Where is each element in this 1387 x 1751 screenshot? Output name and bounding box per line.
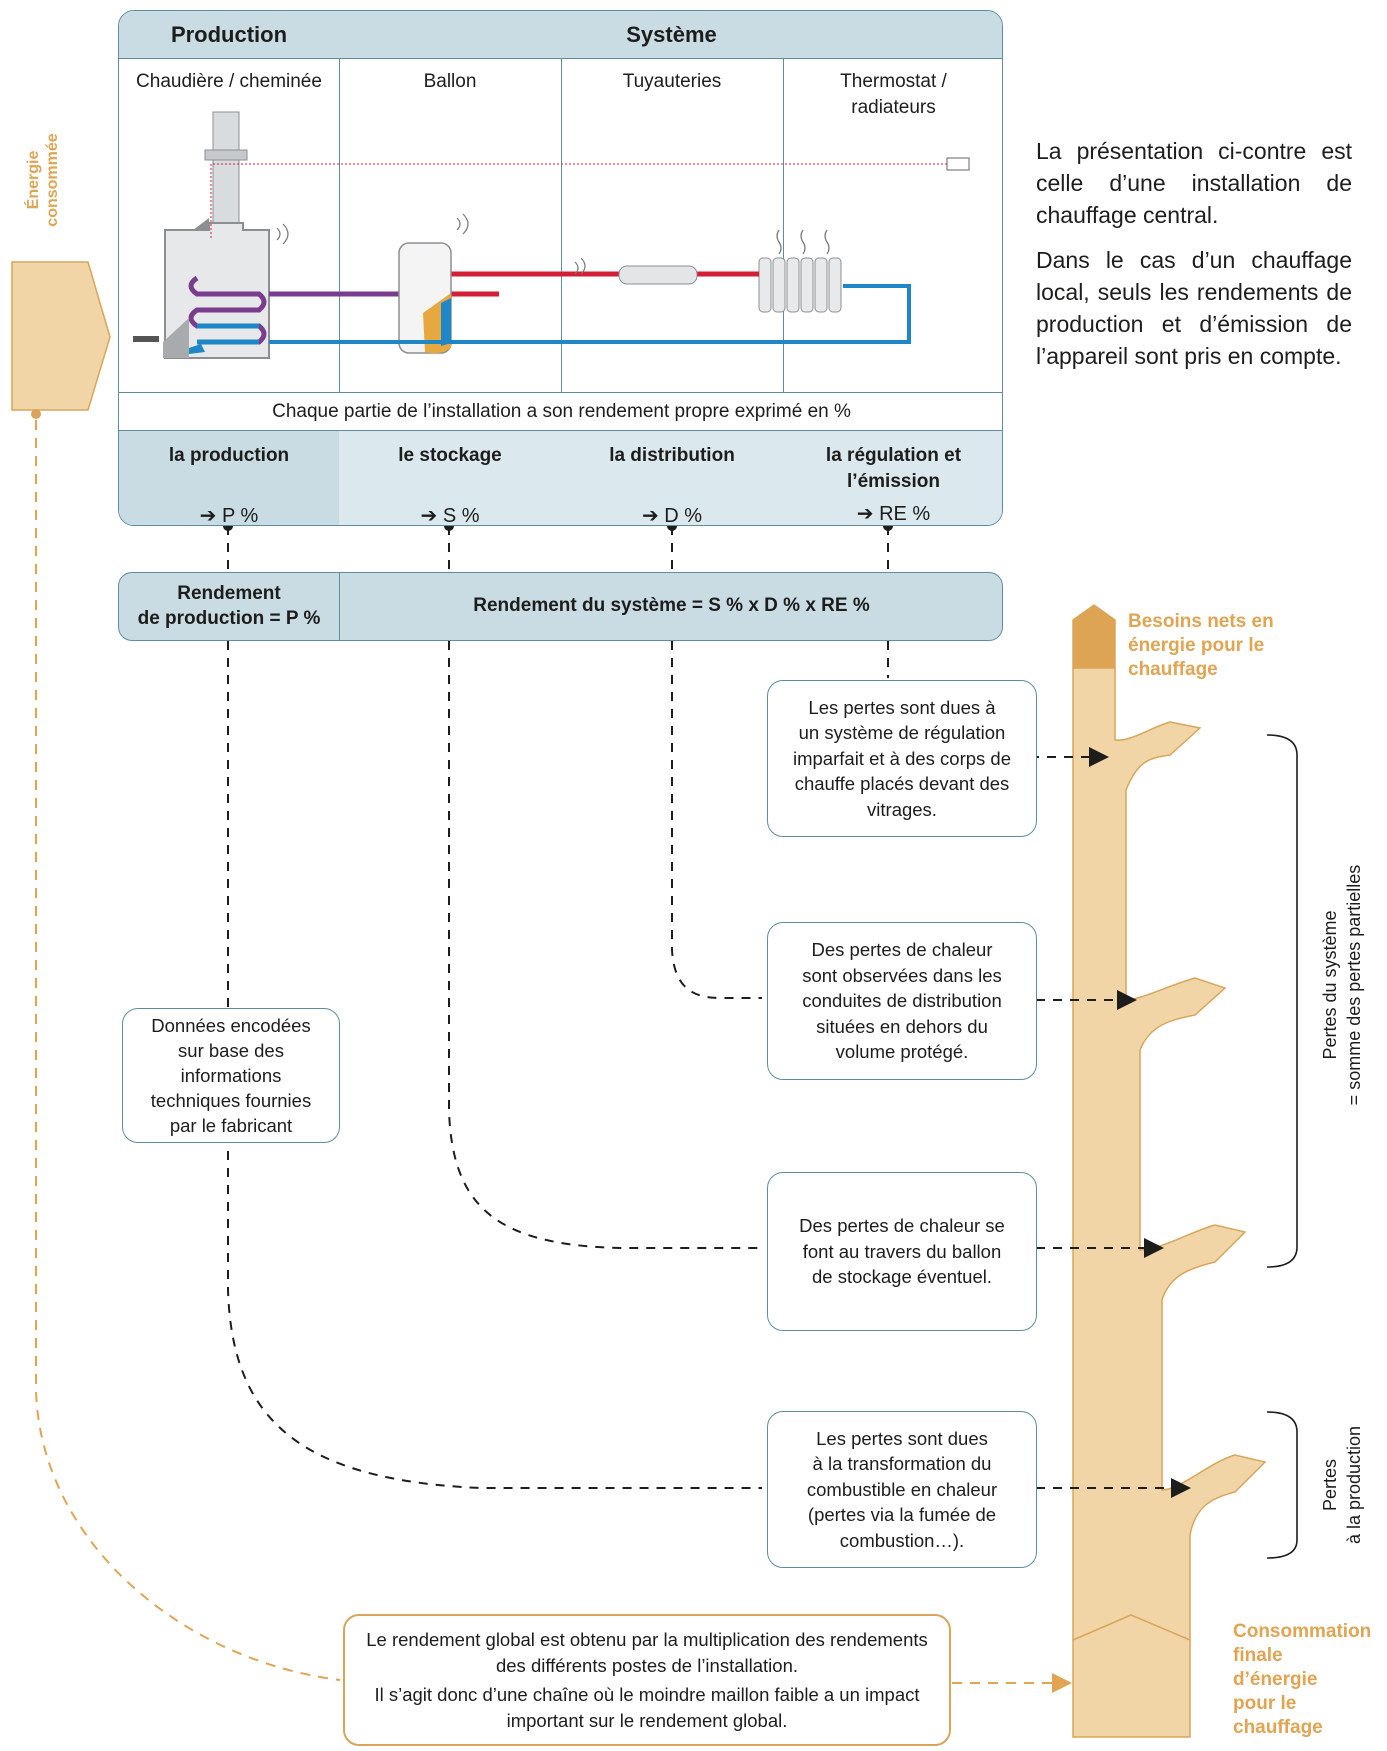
- eff-stockage-value: ➔ S %: [420, 505, 480, 526]
- header-production: Production: [119, 11, 340, 59]
- orange-connectors: [35, 420, 1072, 1693]
- label-chaudiere: Chaudière / cheminée: [136, 71, 322, 92]
- energy-flow-column: [1072, 604, 1267, 1738]
- connector-dots: [223, 521, 893, 531]
- eff-production-value: ➔ P %: [199, 505, 259, 526]
- box-global-efficiency: Le rendement global est obtenu par la mu…: [343, 1614, 951, 1746]
- energy-consumed-arrow: [11, 261, 111, 419]
- installation-table: Production Système Chaudière / cheminée …: [118, 10, 1003, 526]
- label-thermostat: Thermostat /radiateurs: [840, 71, 947, 118]
- dashed-connectors: [227, 526, 1191, 1498]
- heating-installation-illustration: [133, 111, 970, 359]
- side-text-1: La présentation ci-contre est celle d’un…: [1036, 138, 1352, 228]
- table-caption: Chaque partie de l’installation a son re…: [119, 392, 1002, 431]
- header-systeme: Système: [339, 11, 1002, 59]
- label-tuyauteries: Tuyauteries: [622, 71, 722, 92]
- side-text-2: Dans le cas d’un chauffage local, seuls …: [1036, 247, 1352, 369]
- eff-production-label: la production: [168, 445, 290, 466]
- system-losses-bracket: [1266, 734, 1298, 1268]
- label-ballon: Ballon: [423, 71, 477, 92]
- eff-distribution-label: la distribution: [609, 445, 735, 466]
- eff-distribution-value: ➔ D %: [641, 505, 703, 526]
- label-system-losses: Pertes du système= somme des pertes part…: [1320, 864, 1364, 1106]
- eff-stockage-label: le stockage: [398, 445, 502, 466]
- eff-regulation-value: ➔ RE %: [856, 503, 931, 525]
- production-losses-bracket: [1266, 1411, 1298, 1559]
- formula-system: Rendement du système = S % x D % x RE %: [473, 595, 870, 616]
